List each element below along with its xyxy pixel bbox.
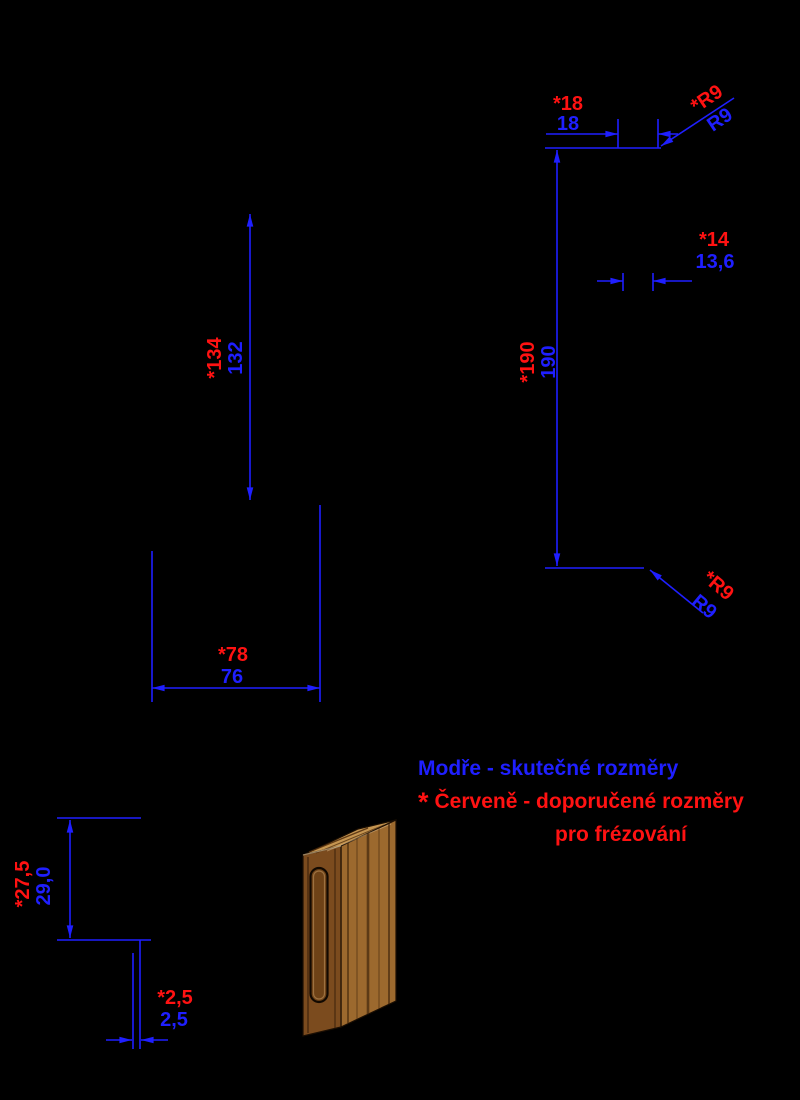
- dim-slot-width-actual: 13,6: [696, 251, 735, 273]
- legend: Modře - skutečné rozměry *Červeně - dopo…: [418, 752, 798, 851]
- dim-depth-recommended: *27,5: [12, 861, 34, 908]
- legend-recommended-note-row: *Červeně - doporučené rozměry: [418, 785, 798, 818]
- wood-block: [302, 819, 397, 1037]
- dim-slot-length-recommended: *134: [204, 337, 226, 379]
- slot-inner-edge: [312, 870, 326, 1000]
- dim-wall-thickness-actual: 2,5: [160, 1009, 188, 1031]
- dimension-overall-width: *78 76: [151, 505, 321, 702]
- dimension-slot-length: *134 132: [204, 213, 254, 501]
- legend-actual-note: Modře - skutečné rozměry: [418, 757, 679, 780]
- dimension-wall-thickness: *2,5 2,5: [106, 987, 193, 1044]
- dimension-bottom-radius: *R9 R9: [649, 567, 738, 624]
- dim-depth-actual: 29,0: [33, 867, 55, 906]
- dim-slot-length-actual: 132: [225, 341, 247, 374]
- dimension-slot-width: *14 13,6: [597, 229, 734, 291]
- dimension-depth: *27,5 29,0: [12, 817, 151, 941]
- top-front-edge-highlight: [302, 845, 342, 856]
- dim-slot-width-recommended: *14: [699, 229, 730, 251]
- slot-outline: [309, 866, 329, 1004]
- wood-block-slot: [309, 866, 329, 1004]
- dim-wall-thickness-recommended: *2,5: [157, 987, 193, 1009]
- legend-recommended-note: Červeně - doporučené rozměry: [434, 790, 744, 813]
- dim-overall-length-actual: 190: [538, 345, 560, 378]
- wood-grain-front: [307, 849, 336, 1033]
- grain-stroke: [315, 824, 385, 854]
- legend-asterisk: *: [418, 787, 429, 817]
- dim-overall-width-actual: 76: [221, 666, 243, 688]
- leader-line: [660, 97, 735, 147]
- dimension-top-radius: *R9 R9: [660, 81, 737, 147]
- leader-line: [649, 569, 704, 614]
- dim-top-width-actual: 18: [557, 113, 579, 135]
- dim-overall-width-recommended: *78: [218, 644, 248, 666]
- profile-edge-lines: [132, 940, 141, 1049]
- legend-recommended-note-line2: pro frézování: [555, 823, 687, 846]
- dim-top-width-recommended: *18: [553, 93, 583, 115]
- grain-stroke: [308, 827, 369, 853]
- dimension-overall-length: *190 190: [517, 147, 661, 569]
- dim-overall-length-recommended: *190: [517, 341, 539, 382]
- dimension-top-width: *18 18: [546, 93, 678, 148]
- wood-grain-side: [347, 823, 390, 1023]
